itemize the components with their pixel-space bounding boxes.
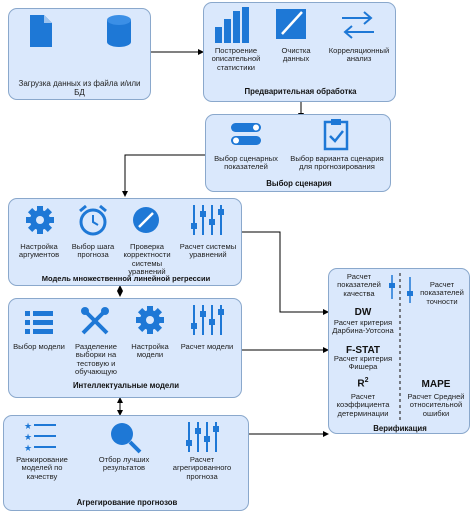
document-icon: [30, 15, 52, 47]
regression-item-check: Проверка корректности системы уравнений: [123, 242, 171, 277]
bar-chart-icon: [215, 7, 249, 43]
scenario-item-indicators: Выбор сценарных показателей: [214, 154, 278, 172]
scenario-title: Выбор сценария: [266, 179, 332, 188]
verification-quality-label: Расчет показателей качества: [337, 272, 381, 298]
load-data-block: Загрузка данных из файла и/или БД: [8, 8, 151, 100]
mape-code: MAPE: [421, 379, 451, 390]
intelligent-block: Выбор модели Разделение выборки на тесто…: [8, 298, 242, 398]
mape-label: Расчет Средней относительной ошибки: [407, 392, 465, 418]
verification-title: Верификация: [373, 424, 427, 433]
slash-circle-icon: [133, 207, 159, 233]
toggle-icon: [231, 123, 261, 145]
pencil-canvas-icon: [276, 9, 306, 39]
magnifier-icon: [111, 423, 142, 454]
intelligent-title: Интеллектуальные модели: [72, 381, 180, 390]
sliders-icon: [191, 205, 224, 235]
aggregation-item-select: Отбор лучших результатов: [98, 455, 150, 473]
divider-dashed: [399, 273, 401, 423]
alarm-clock-icon: [79, 204, 107, 236]
regression-title: Модель множественной линейной регрессии: [41, 274, 211, 283]
intelligent-item-choose: Выбор модели: [13, 342, 65, 351]
intelligent-item-split: Разделение выборки на тестовую и обучающ…: [75, 342, 117, 377]
regression-block: Настройка аргументов Выбор шага прогноза…: [8, 198, 242, 286]
r2-superscript: 2: [364, 377, 369, 384]
swap-arrows-icon: [342, 11, 374, 39]
aggregation-title: Агрегирование прогнозов: [76, 498, 178, 507]
dw-label: Расчет критерия Дарбина-Уотсона: [332, 318, 394, 336]
aggregation-block: ★ ★ ★ Ранжирование моделей по качеству О…: [3, 415, 249, 511]
gear-icon: [26, 206, 54, 234]
fstat-label: Расчет критерия Фишера: [333, 354, 393, 372]
small-sliders-icon: [407, 277, 413, 303]
regression-item-calc: Расчет системы уравнений: [179, 242, 237, 260]
star-list-icon: ★ ★ ★: [24, 421, 56, 453]
arrow-scenario-to-regression: [122, 154, 205, 197]
svg-text:★: ★: [24, 443, 32, 453]
database-icon: [107, 15, 131, 47]
fstat-code: F-STAT: [345, 345, 381, 356]
sliders-icon: [186, 422, 219, 452]
preprocessing-item-cleaning: Очистка данных: [281, 46, 311, 64]
verification-block: Расчет показателей качества Расчет показ…: [328, 268, 470, 434]
aggregation-item-ranking: Ранжирование моделей по качеству: [16, 455, 68, 481]
r2-label: Расчет коэффициента детерминации: [336, 392, 390, 418]
svg-text:★: ★: [24, 432, 32, 442]
preprocessing-block: Построение описательной статистики Очист…: [203, 2, 396, 102]
gear-icon: [136, 306, 164, 334]
load-label: Загрузка данных из файла и/или БД: [18, 79, 141, 97]
aggregation-item-calc: Расчет агрегированного прогноза: [172, 455, 232, 481]
sliders-icon: [191, 305, 224, 335]
intelligent-item-setup: Настройка модели: [131, 342, 169, 360]
regression-item-step: Выбор шага прогноза: [71, 242, 115, 260]
arrow-regression-to-verification: [242, 231, 329, 315]
scenario-block: Выбор сценарных показателей Выбор вариан…: [205, 114, 391, 192]
intelligent-item-calc: Расчет модели: [180, 342, 234, 351]
small-sliders-icon: [389, 275, 395, 299]
r2-code: R2: [333, 377, 393, 389]
preprocessing-item-correlation: Корреляционный анализ: [328, 46, 390, 64]
verification-accuracy-label: Расчет показателей точности: [420, 280, 464, 306]
tools-icon: [81, 307, 109, 335]
regression-item-arguments: Настройка аргументов: [18, 242, 60, 260]
r2-letter: R: [357, 378, 365, 390]
svg-text:★: ★: [24, 421, 32, 431]
list-icon: [25, 311, 53, 334]
preprocessing-title: Предварительная обработка: [244, 87, 357, 96]
dw-code: DW: [354, 307, 372, 318]
preprocessing-item-statistics: Построение описательной статистики: [211, 46, 261, 72]
scenario-item-variant: Выбор варианта сценария для прогнозирова…: [290, 154, 384, 172]
clipboard-check-icon: [323, 119, 349, 151]
